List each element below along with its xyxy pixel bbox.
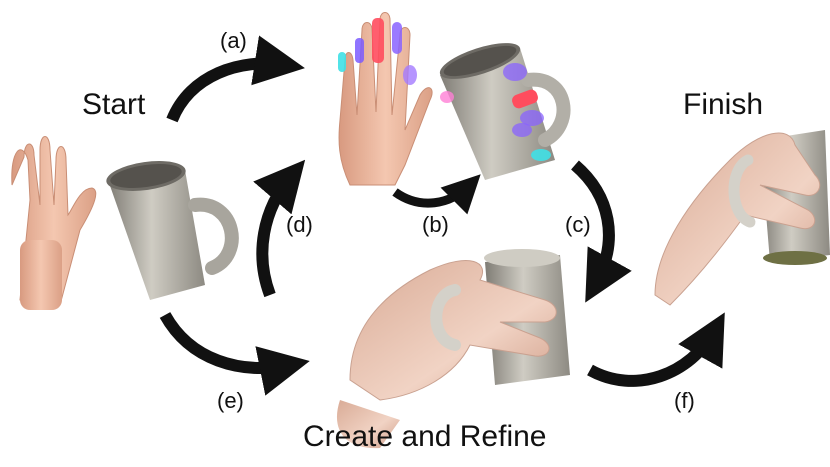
start-label: Start: [82, 88, 146, 121]
step-e-label: (e): [217, 388, 244, 413]
arrow-d: [253, 159, 306, 298]
step-a-label: (a): [220, 28, 247, 53]
arrow-b: [392, 174, 481, 215]
step-f-label: (f): [674, 388, 695, 413]
step-c-label: (c): [565, 212, 591, 237]
arrow-e: [159, 311, 310, 396]
finish-label: Finish: [683, 88, 764, 121]
contact-hand: [338, 12, 433, 186]
start-mug: [106, 161, 239, 300]
step-b-label: (b): [422, 212, 449, 237]
step-d-label: (d): [286, 212, 313, 237]
contact-mug: [439, 43, 571, 180]
arrow-f: [587, 312, 725, 387]
arrow-a: [166, 35, 305, 123]
refined-grasp: [336, 249, 570, 449]
final-grasp: [654, 130, 830, 306]
arrow-c: [570, 160, 632, 303]
start-hand: [11, 136, 97, 310]
create-refine-label: Create and Refine: [303, 420, 547, 453]
